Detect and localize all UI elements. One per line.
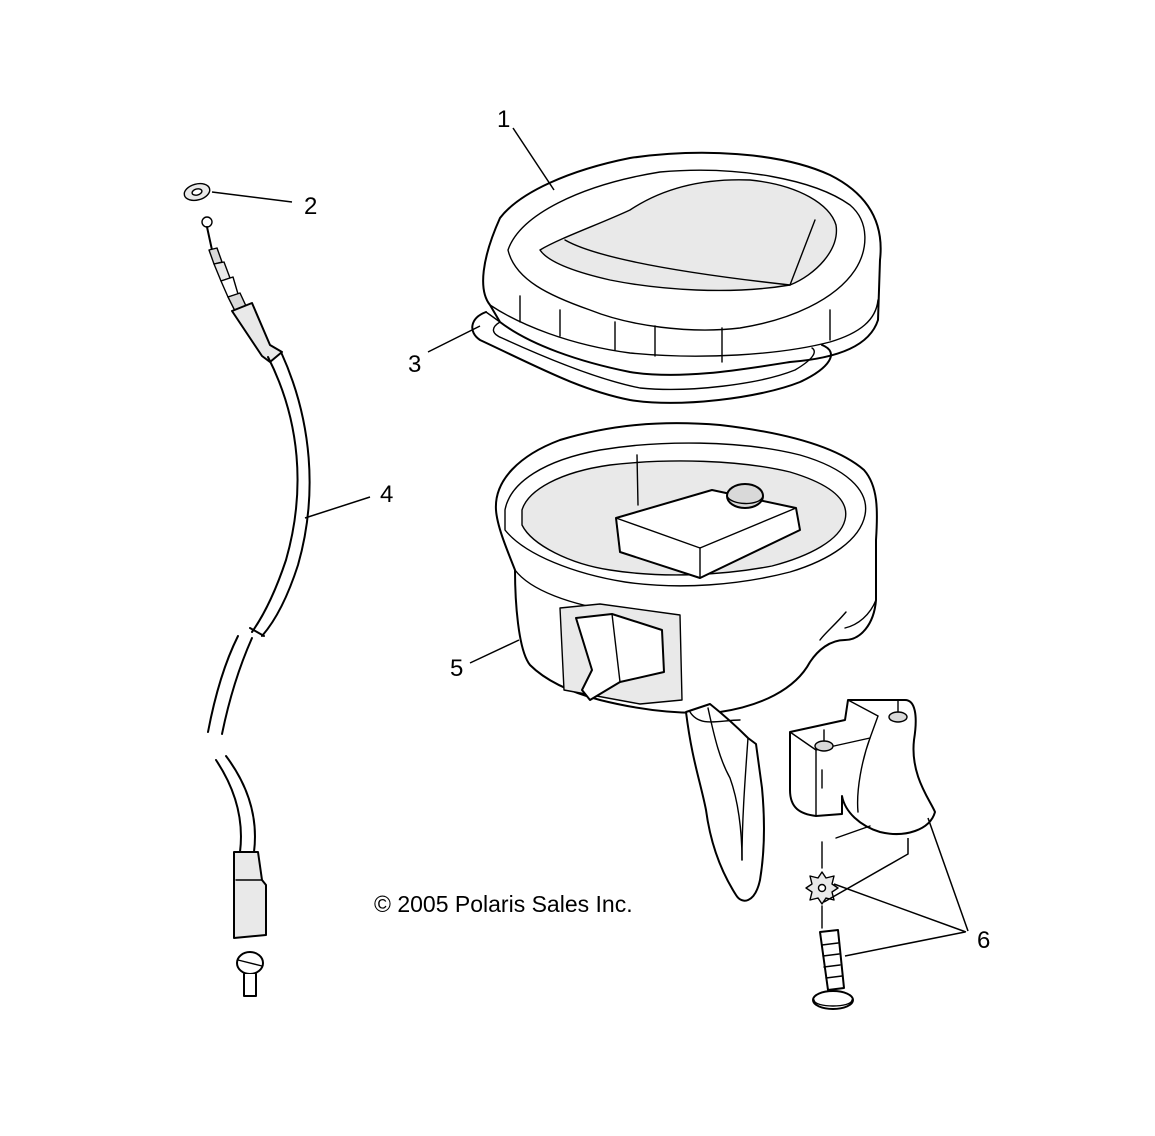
housing-cover-part-1 — [482, 151, 882, 376]
callout-6: 6 — [977, 927, 990, 954]
throttle-housing-part-5 — [494, 422, 878, 902]
copyright-notice: © 2005 Polaris Sales Inc. — [374, 891, 633, 917]
callout-1: 1 — [497, 106, 510, 133]
washer-part-2 — [183, 182, 211, 202]
callout-5: 5 — [450, 655, 463, 682]
callout-2: 2 — [304, 193, 317, 220]
clamp-assembly-part-6 — [789, 699, 936, 1010]
callout-3: 3 — [408, 351, 421, 378]
leader-lines — [211, 127, 969, 957]
throttle-cable-part-4 — [201, 216, 311, 997]
gasket-part-3 — [471, 311, 832, 404]
callout-4: 4 — [380, 481, 393, 508]
